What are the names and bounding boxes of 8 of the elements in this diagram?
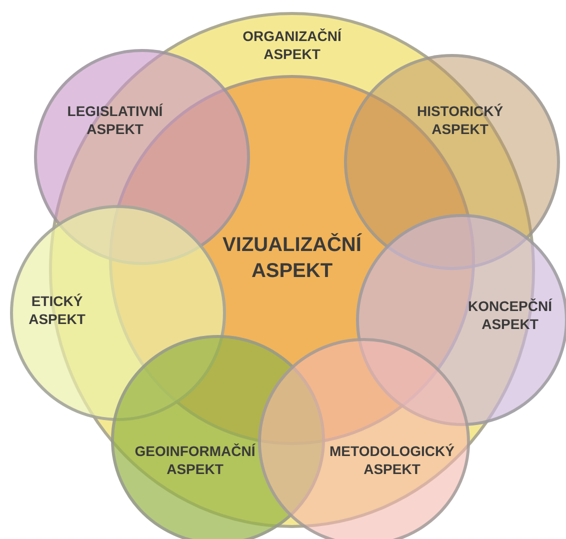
aspect-label: KONCEPČNÍ ASPEKT (466, 296, 554, 334)
aspect-label: ETICKÝ ASPEKT (28, 292, 86, 328)
aspect-label: VIZUALIZAČNÍ ASPEKT (222, 232, 363, 284)
aspect-label: GEOINFORMAČNÍ ASPEKT (134, 442, 256, 478)
aspect-label: LEGISLATIVNÍ ASPEKT (66, 102, 164, 138)
aspect-label: METODOLOGICKÝ ASPEKT (328, 442, 456, 478)
aspect-label: HISTORICKÝ ASPEKT (416, 102, 504, 138)
aspect-label: ORGANIZAČNÍ ASPEKT (242, 26, 343, 64)
